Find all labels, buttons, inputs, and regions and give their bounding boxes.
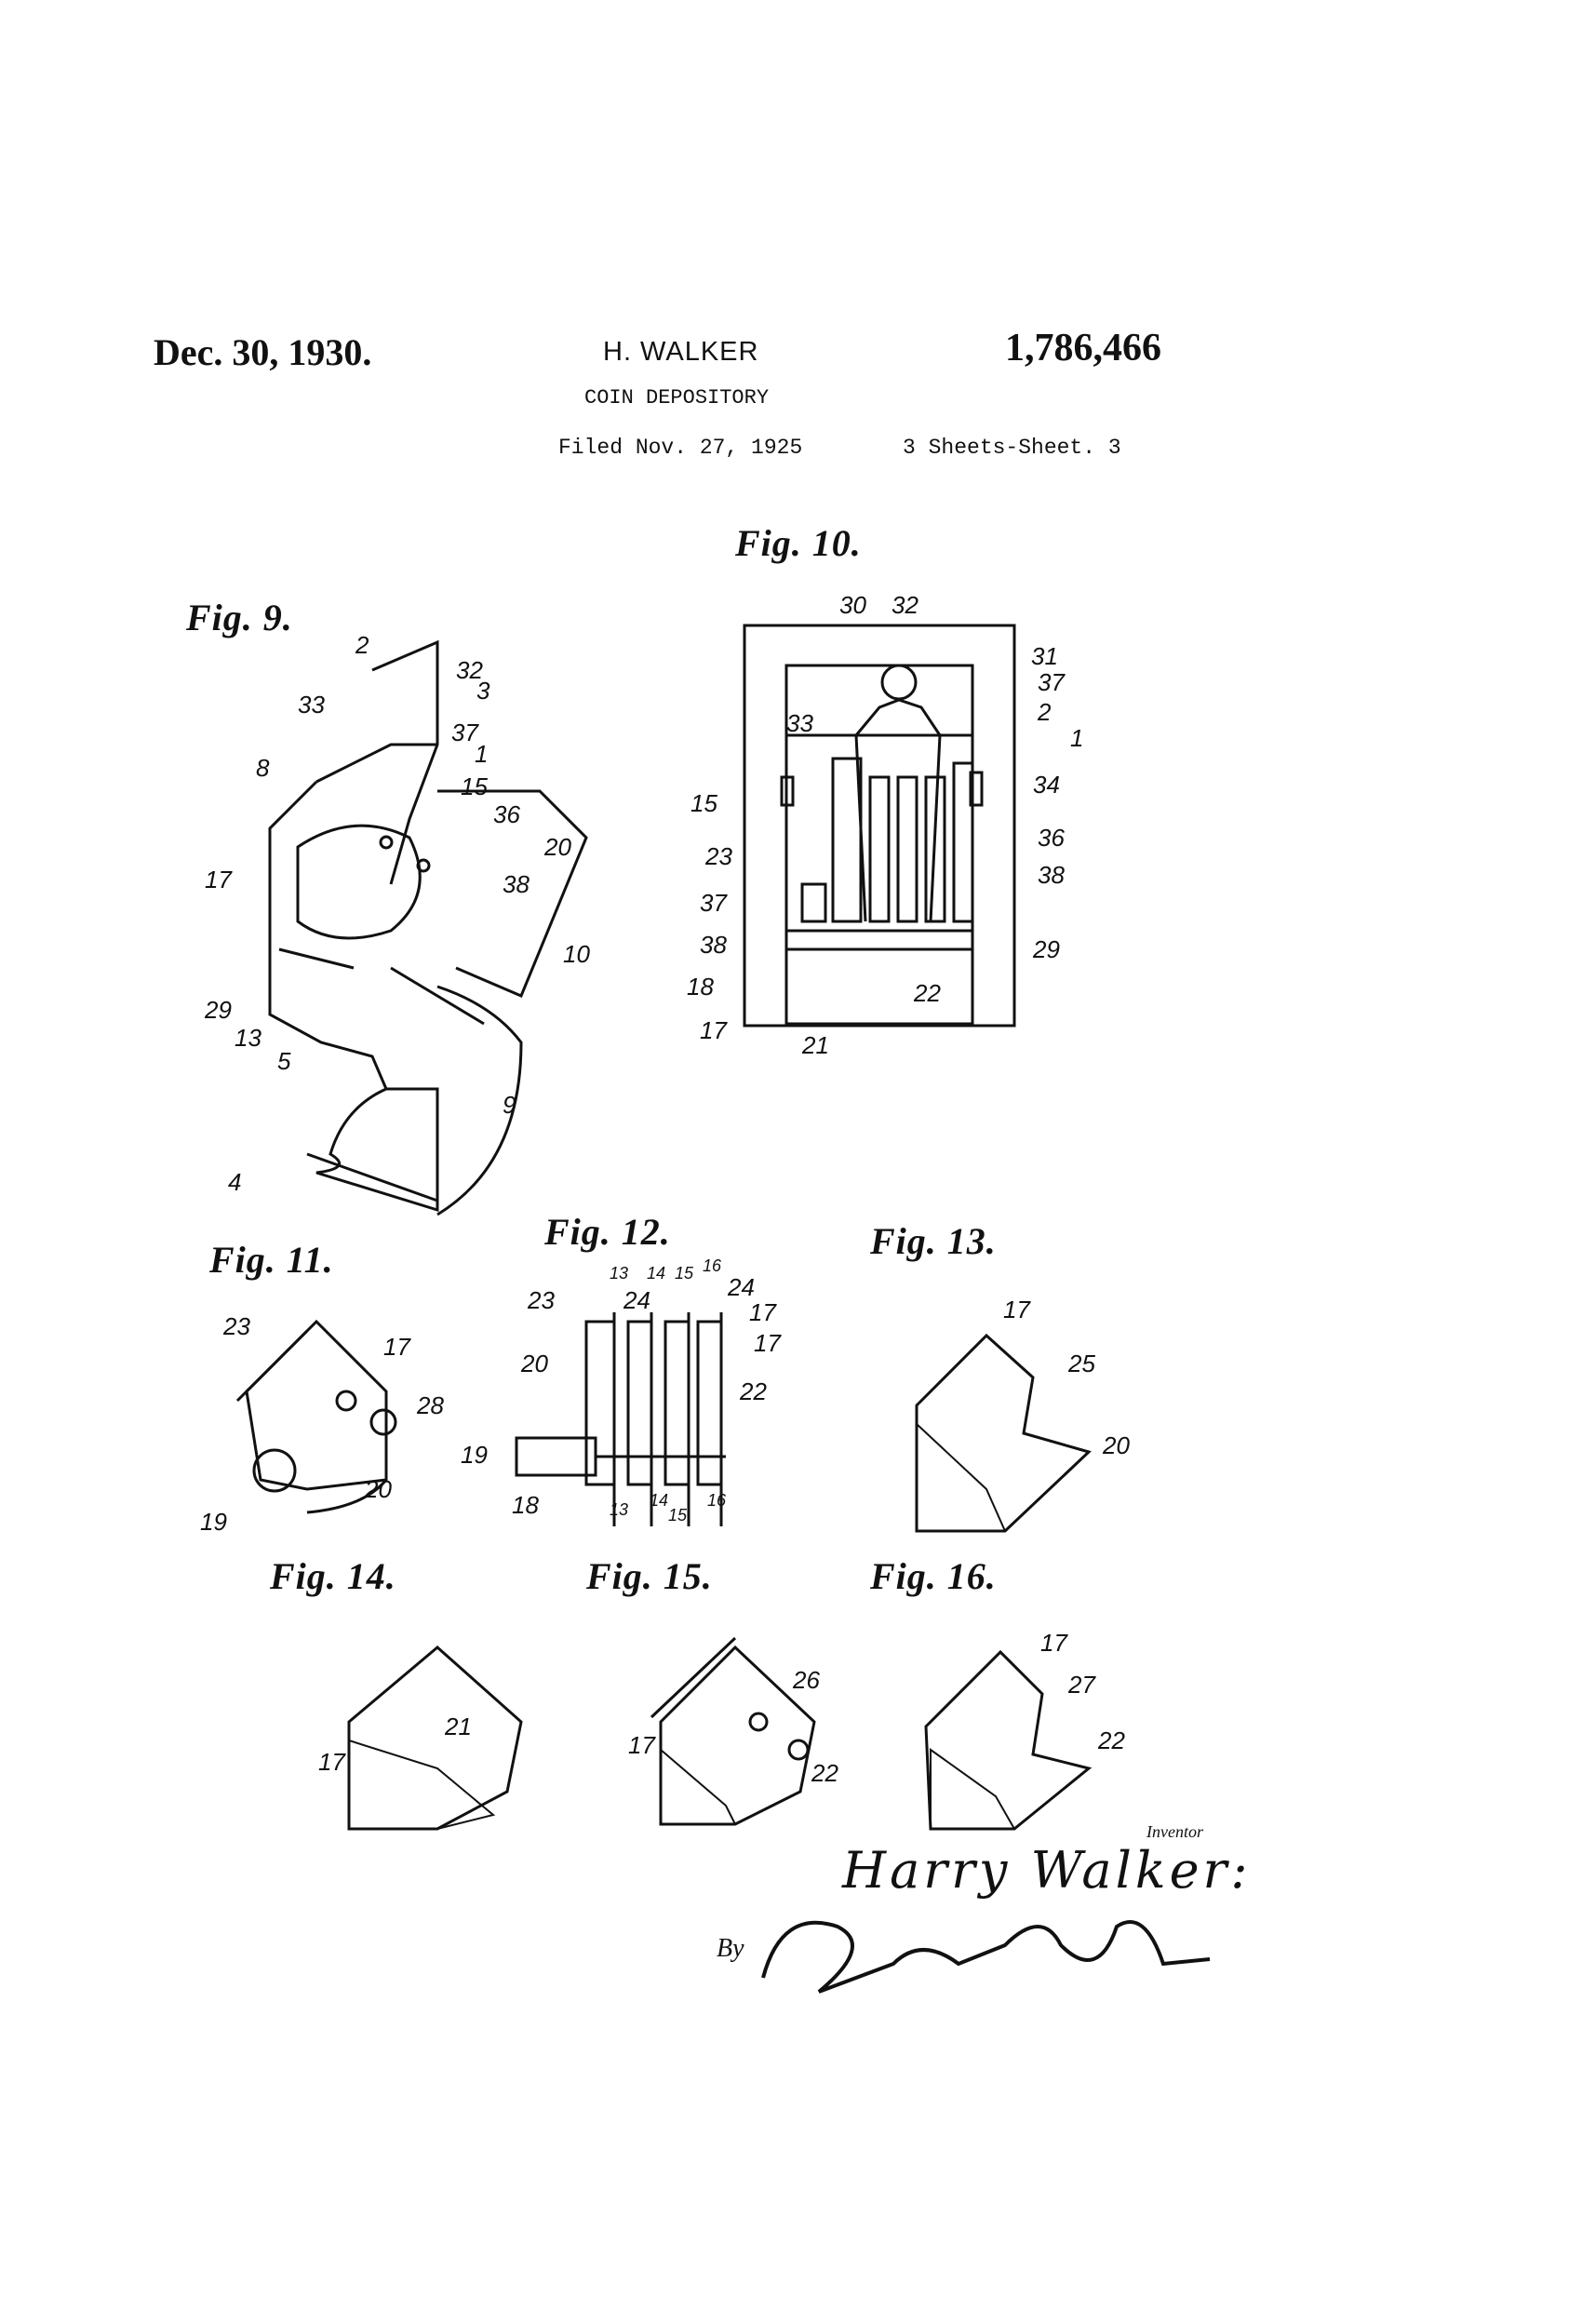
ref-numeral: 17 [318,1748,345,1776]
ref-numeral: 36 [1038,824,1065,852]
ref-numeral: 23 [223,1312,250,1340]
ref-numeral: 9 [503,1091,516,1119]
ref-numeral: 36 [493,800,520,828]
ref-numeral: 33 [786,709,813,737]
ref-numeral: 25 [1068,1350,1095,1377]
ref-numeral: 2 [1038,698,1052,726]
ref-numeral: 16 [703,1256,722,1275]
ref-numeral: 4 [228,1168,242,1196]
inventor-name: H. WALKER [603,337,759,367]
ref-numeral: 17 [1040,1629,1067,1657]
ref-numeral: 38 [700,931,727,959]
ref-numeral: 22 [914,979,941,1007]
ref-numeral: 1 [475,740,489,768]
ref-numeral: 19 [461,1441,488,1469]
ref-numeral: 37 [451,719,478,746]
ref-numeral: 16 [707,1491,727,1510]
ref-numeral: 29 [1033,935,1060,963]
ref-numeral: 19 [200,1508,227,1536]
fig16-drawing [924,1649,1093,1831]
fig16-label: Fig. 16. [870,1555,997,1597]
fig14-label: Fig. 14. [270,1555,396,1597]
ref-numeral: 26 [793,1666,820,1694]
ref-numeral: 18 [512,1491,539,1519]
fig14-drawing [347,1646,523,1831]
ref-numeral: 21 [802,1031,829,1059]
ref-numeral: 1 [1070,724,1084,752]
ref-numeral: 17 [205,866,232,893]
ref-numeral: 22 [740,1377,767,1405]
ref-numeral: 31 [1031,642,1058,670]
ref-numeral: 30 [839,591,866,619]
fig12-drawing [515,1312,726,1526]
ref-numeral: 21 [445,1713,472,1740]
ref-numeral: 8 [256,754,270,782]
ref-numeral: 3 [476,677,490,705]
fig12-label: Fig. 12. [544,1211,671,1253]
ref-numeral: 15 [675,1264,694,1283]
ref-numeral: 18 [687,973,714,1001]
ref-numeral: 38 [503,870,530,898]
ref-numeral: 24 [728,1273,755,1301]
fig9-drawing [268,639,588,1216]
fig10-drawing [743,624,1016,1028]
ref-numeral: 17 [1003,1296,1030,1323]
ref-numeral: 17 [749,1298,776,1326]
ref-numeral: 27 [1068,1671,1095,1699]
ref-numeral: 38 [1038,861,1065,889]
fig11-label: Fig. 11. [209,1239,334,1281]
ref-numeral: 10 [563,940,590,968]
fig9-label: Fig. 9. [186,597,293,638]
ref-numeral: 17 [628,1731,655,1759]
ref-numeral: 20 [1103,1431,1130,1459]
ref-numeral: 5 [277,1047,291,1075]
ref-numeral: 15 [461,772,488,800]
attorney-signature [761,1920,1211,1994]
by-label: By [717,1934,744,1963]
fig10-label: Fig. 10. [735,522,862,564]
ref-numeral: 23 [528,1286,555,1314]
fig13-drawing [915,1333,1092,1533]
fig13-label: Fig. 13. [870,1220,997,1262]
fig15-drawing [650,1636,816,1826]
ref-numeral: 2 [355,631,369,659]
ref-numeral: 22 [1098,1726,1125,1754]
ref-numeral: 29 [205,996,232,1024]
ref-numeral: 22 [811,1759,838,1787]
ref-numeral: 20 [544,833,571,861]
ref-numeral: 34 [1033,771,1060,799]
ref-numeral: 13 [610,1500,629,1519]
fig11-drawing [235,1319,397,1514]
ref-numeral: 14 [647,1264,666,1283]
ref-numeral: 17 [754,1329,781,1357]
fig15-label: Fig. 15. [586,1555,713,1597]
ref-numeral: 24 [623,1286,650,1314]
ref-numeral: 15 [668,1506,688,1525]
inventor-caption: Inventor [1146,1822,1203,1841]
ref-numeral: 20 [365,1475,392,1503]
ref-numeral: 28 [417,1391,444,1419]
ref-numeral: 13 [610,1264,629,1283]
filed-date: Filed Nov. 27, 1925 [558,436,803,460]
ref-numeral: 13 [235,1024,261,1052]
patent-title: COIN DEPOSITORY [584,386,770,410]
ref-numeral: 37 [700,889,727,917]
inventor-signature: Harry Walker: [842,1841,1252,1900]
ref-numeral: 33 [298,691,325,719]
ref-numeral: 14 [650,1491,669,1510]
sheet-count: 3 Sheets-Sheet. 3 [903,436,1121,460]
ref-numeral: 32 [456,656,483,684]
patent-number: 1,786,466 [1005,327,1161,369]
ref-numeral: 23 [705,842,732,870]
patent-date: Dec. 30, 1930. [154,331,372,373]
ref-numeral: 15 [690,789,717,817]
ref-numeral: 20 [521,1350,548,1377]
ref-numeral: 17 [383,1333,410,1361]
ref-numeral: 37 [1038,668,1065,696]
ref-numeral: 17 [700,1016,727,1044]
ref-numeral: 32 [892,591,918,619]
